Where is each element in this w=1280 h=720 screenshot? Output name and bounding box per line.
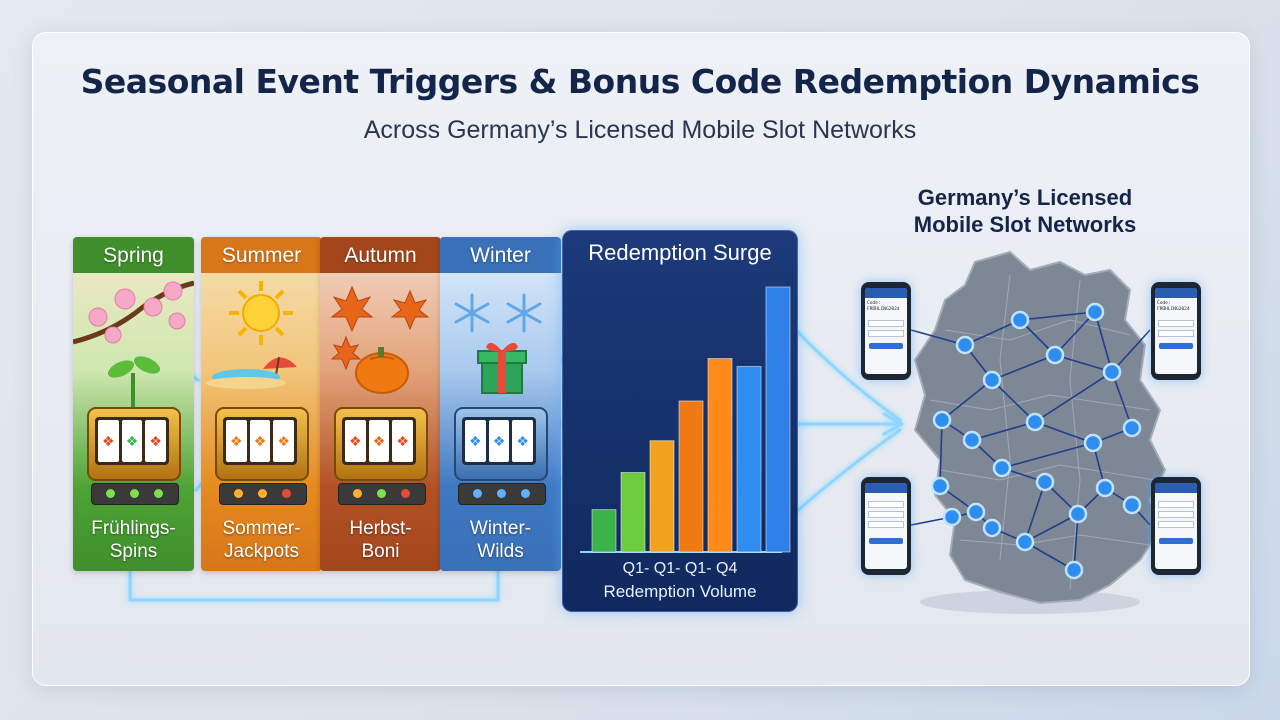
redemption-surge-panel: Redemption Surge Q1- Q1- Q1- Q4 Redempti… [562, 230, 798, 612]
season-header: Winter [440, 237, 561, 273]
chart-bar [591, 509, 617, 553]
cherry-blossom-icon [73, 280, 194, 407]
season-panel-winter: Winter ❖❖❖ Winter-Wilds [440, 237, 561, 571]
slot-machine-icon: ❖❖❖ [87, 407, 181, 507]
phone-mockup [861, 477, 911, 575]
chart-y-axis-label: Redemption Volume [603, 582, 757, 601]
page-title: Seasonal Event Triggers & Bonus Code Red… [80, 62, 1200, 101]
phone-mockup: Code:FRÜHLING2024 [1151, 282, 1201, 380]
season-panel-summer: Summer ❖❖❖ Sommer-Jackpots [201, 237, 322, 571]
slot-machine-icon: ❖❖❖ [454, 407, 548, 507]
chart-bar [707, 358, 733, 553]
season-bonus-label: Herbst-Boni [349, 518, 412, 562]
sun-icon [206, 281, 297, 389]
season-bonus-label: Frühlings-Spins [91, 518, 176, 562]
autumn-leaves-icon [330, 285, 430, 394]
phone-mockup [1151, 477, 1201, 575]
phone-mockup: Code:FRÜHLING2024 [861, 282, 911, 380]
chart-bar [736, 366, 762, 553]
chart-bar [620, 472, 646, 553]
season-panel-spring: Spring ❖❖❖ Frühlings-Spins [73, 237, 194, 571]
snowflake-icon [454, 293, 542, 394]
chart-bar [649, 440, 675, 553]
chart-bar [765, 286, 791, 553]
redemption-bar-chart [580, 286, 791, 553]
page-subtitle: Across Germany’s Licensed Mobile Slot Ne… [363, 116, 917, 144]
season-header: Autumn [320, 237, 441, 273]
chart-x-axis-label: Q1- Q1- Q1- Q4 [622, 560, 738, 577]
season-header: Spring [73, 237, 194, 273]
chart-bar [678, 400, 704, 553]
season-panel-autumn: Autumn ❖❖❖ Herbst-Boni [320, 237, 441, 571]
slot-machine-icon: ❖❖❖ [215, 407, 309, 507]
slot-machine-icon: ❖❖❖ [334, 407, 428, 507]
season-bonus-label: Winter-Wilds [469, 518, 532, 562]
season-header: Summer [201, 237, 322, 273]
chart-title: Redemption Surge [588, 240, 772, 265]
season-bonus-label: Sommer-Jackpots [222, 518, 301, 562]
